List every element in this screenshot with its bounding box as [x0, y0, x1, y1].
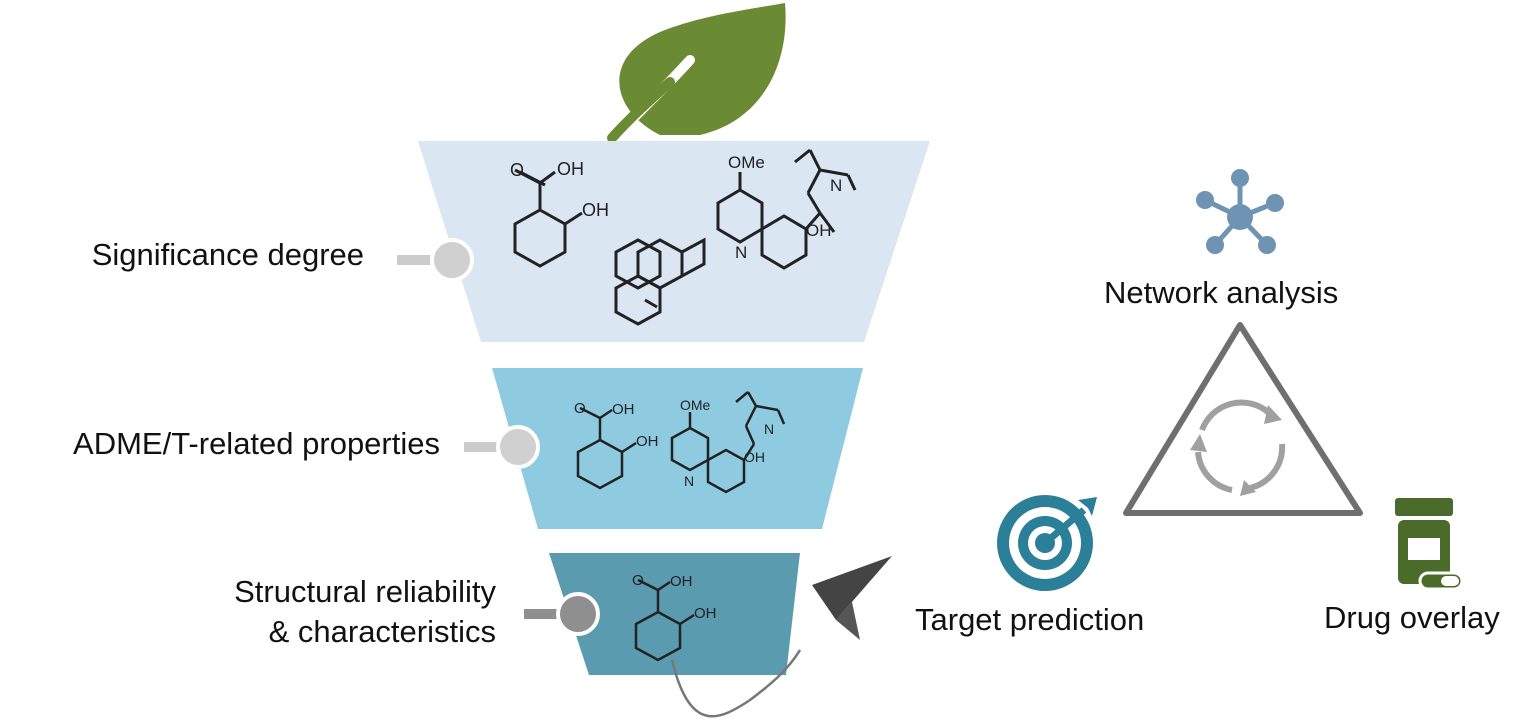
label-network-analysis: Network analysis: [1104, 275, 1339, 310]
leaf-icon: [607, 3, 786, 143]
salicylic-acid-structure-1: [513, 168, 583, 268]
cycle-triangle: [1123, 322, 1363, 516]
target-icon: [997, 495, 1097, 591]
salicylic-acid-structure-3: [634, 578, 695, 662]
paper-plane-icon: [812, 556, 892, 640]
network-icon: [1196, 169, 1284, 254]
chem-label-oh-1: OH: [557, 159, 584, 179]
chem-label-n-3: N: [764, 421, 774, 437]
chem-label-n-4: N: [684, 473, 694, 489]
chem-label-oh-7: OH: [670, 573, 693, 590]
chem-label-oh-4: OH: [612, 401, 635, 418]
funnel-level-3: [549, 553, 800, 675]
chem-label-oh-8: OH: [694, 605, 717, 622]
label-characteristics: & characteristics: [268, 614, 496, 649]
cycle-arrows-icon: [1190, 399, 1286, 496]
chem-label-oh-3: OH: [806, 221, 832, 240]
label-drug-overlay: Drug overlay: [1324, 600, 1500, 635]
chem-label-n-1: N: [830, 176, 842, 195]
plane-trail: [670, 649, 802, 718]
polycyclic-structure: [614, 237, 706, 326]
chem-label-ome-2: OMe: [680, 397, 711, 413]
drug-bottle-icon: [1395, 498, 1464, 591]
label-adme-t: ADME/T-related properties: [73, 426, 440, 461]
connector-2: [464, 425, 540, 469]
chem-label-ome-1: OMe: [728, 153, 765, 172]
funnel-level-2: [492, 368, 863, 529]
chem-label-o-3: O: [632, 572, 644, 589]
chem-label-oh-6: OH: [744, 449, 765, 465]
label-target-prediction: Target prediction: [915, 602, 1145, 637]
connector-3: [524, 592, 600, 636]
chem-label-oh-5: OH: [636, 433, 659, 450]
chem-label-oh-2: OH: [582, 200, 609, 220]
quinine-structure-2: [670, 391, 786, 494]
label-significance-degree: Significance degree: [91, 237, 364, 272]
chem-label-o-2: O: [574, 400, 586, 417]
funnel-level-1: [418, 141, 930, 342]
chem-label-n-2: N: [735, 243, 747, 262]
chem-label-o: O: [510, 160, 524, 180]
connector-1: [397, 238, 474, 282]
quinine-structure-1: [716, 148, 857, 270]
salicylic-acid-structure-2: [576, 406, 637, 490]
label-structural-reliability: Structural reliability: [234, 574, 496, 609]
